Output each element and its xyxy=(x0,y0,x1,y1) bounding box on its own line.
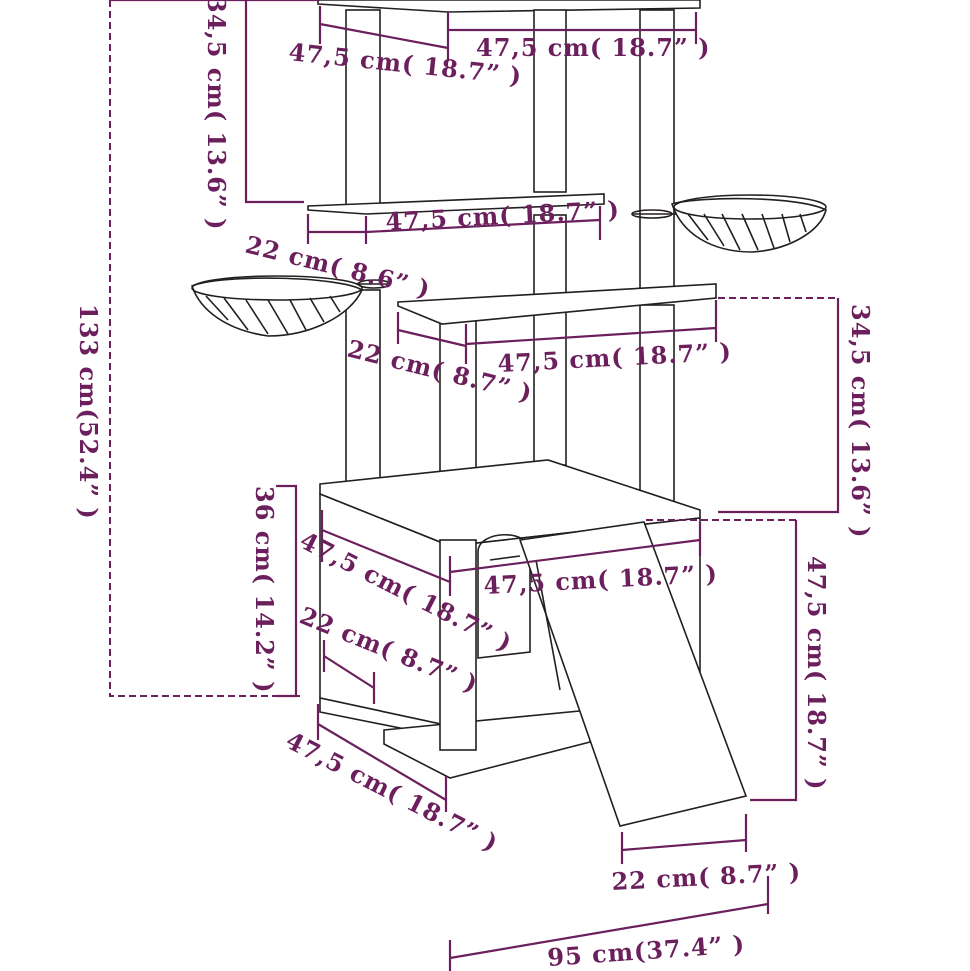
label-box-height: 36 cm( 14.2” ) xyxy=(250,486,279,693)
post-mid-right xyxy=(639,304,675,506)
hammock-left xyxy=(191,275,391,337)
label-ramp-width: 22 cm( 8.7” ) xyxy=(611,857,802,896)
label-top-height: 34,5 cm( 13.6” ) xyxy=(202,0,231,231)
post-upper-left xyxy=(345,9,381,207)
post-mid-left xyxy=(345,289,381,489)
shelf-3 xyxy=(397,283,717,325)
top-platform xyxy=(317,0,701,13)
dimension-lines xyxy=(109,0,840,971)
label-top-width: 47,5 cm( 18.7” ) xyxy=(476,33,711,62)
base-lower xyxy=(383,709,591,779)
hammock-right xyxy=(631,194,827,253)
label-total-height: 133 cm(52.4” ) xyxy=(74,304,103,520)
label-shelf3-width: 47,5 cm( 18.7” ) xyxy=(497,337,733,378)
cat-tree-drawing xyxy=(191,0,827,827)
post-upper-right xyxy=(639,9,675,293)
post-box-front xyxy=(439,539,477,751)
box-opening xyxy=(477,533,531,659)
ramp xyxy=(518,521,748,827)
label-right-height: 34,5 cm( 13.6” ) xyxy=(846,304,875,539)
shelf-2 xyxy=(307,193,605,215)
label-ramp-height: 47,5 cm( 18.7” ) xyxy=(802,556,831,791)
post-upper-middle xyxy=(533,9,567,193)
